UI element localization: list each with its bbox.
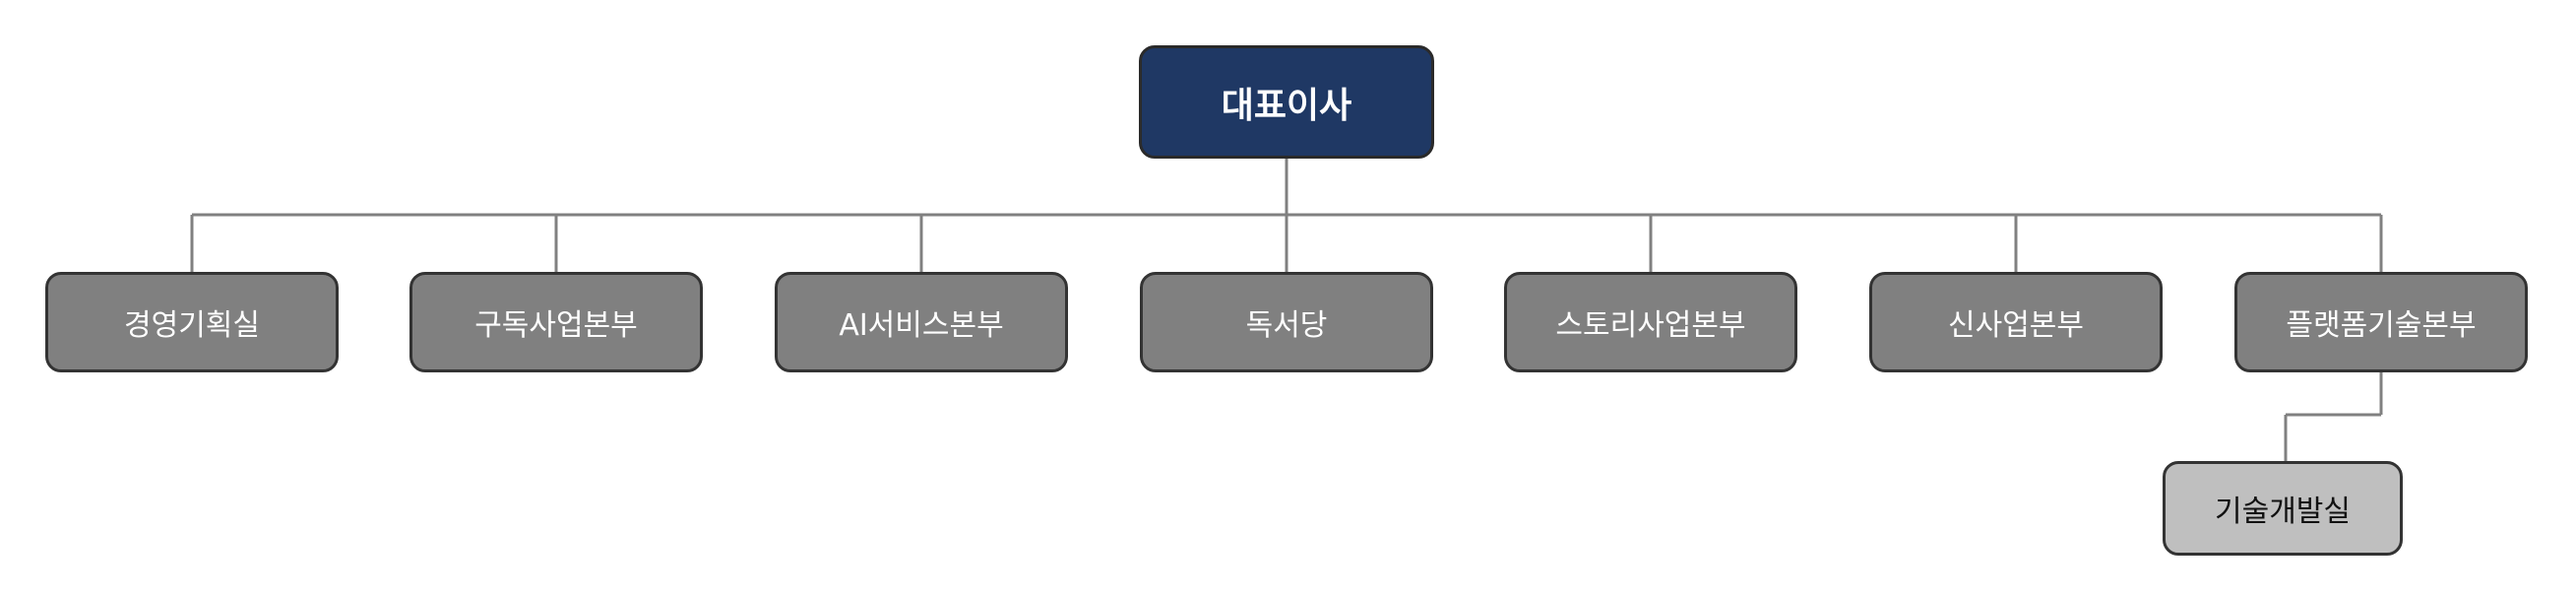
dept-node-story-business: 스토리사업본부 (1504, 272, 1797, 372)
dept-node-management-planning: 경영기획실 (45, 272, 339, 372)
dept-node-new-business: 신사업본부 (1869, 272, 2163, 372)
dept-node-ai-service: AI서비스본부 (775, 272, 1068, 372)
dept-node-subscription-business: 구독사업본부 (409, 272, 703, 372)
ceo-node: 대표이사 (1139, 45, 1434, 159)
dept-node-platform-technology: 플랫폼기술본부 (2234, 272, 2528, 372)
dept-node-dokseodang: 독서당 (1140, 272, 1433, 372)
sub-node-technology-development: 기술개발실 (2163, 461, 2403, 556)
